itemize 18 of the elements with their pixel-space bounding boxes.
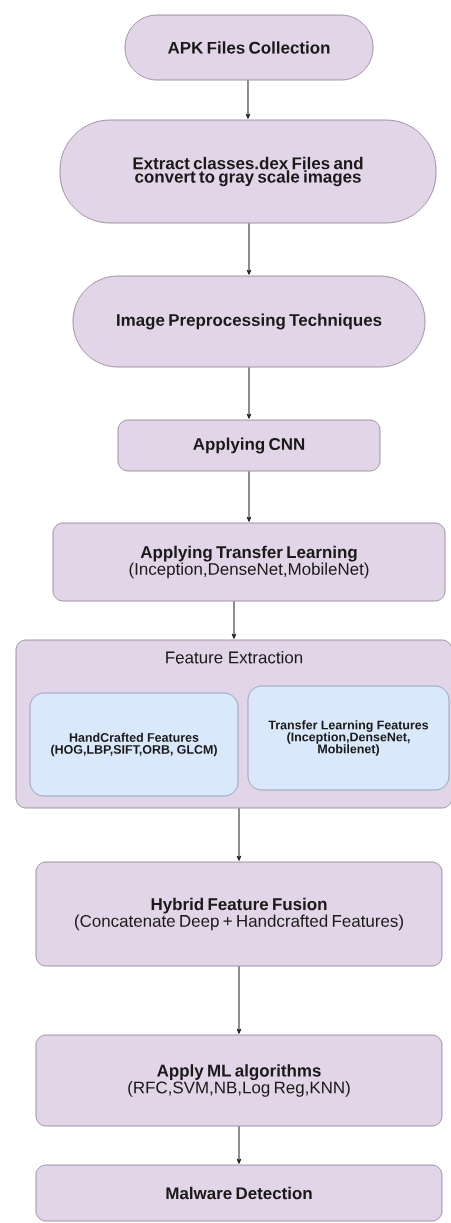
terminal-box: Image Preprocessing Techniques [72,275,426,368]
arrow [246,470,252,522]
process-box: Applying Transfer Learning (Inception,DenseNet,MobileNet) [52,522,446,602]
process-box: Malware Detection [35,1164,443,1222]
arrow [246,366,252,419]
process-box: Applying CNN [117,419,381,472]
feature-box: Transfer Learning Features (Inception,DenseNet, Mobilenet) [247,685,450,791]
terminal-box: APK Files Collection [124,14,374,81]
arrow [231,600,237,639]
arrow [236,1125,242,1164]
arrow [245,79,251,119]
arrow [236,965,242,1034]
terminal-box: Extract classes.dex Files and convert to gray scale images [59,119,437,224]
arrow [236,807,242,861]
feature-box: HandCrafted Features (HOG,LBP,SIFT,ORB, GLCM) [29,692,239,797]
process-box: Apply ML algorithms (RFC,SVM,NB,Log Reg,KNN) [35,1034,443,1127]
arrow [246,222,252,275]
process-box: Hybrid Feature Fusion (Concatenate Deep + Handcrafted Features) [35,861,443,967]
